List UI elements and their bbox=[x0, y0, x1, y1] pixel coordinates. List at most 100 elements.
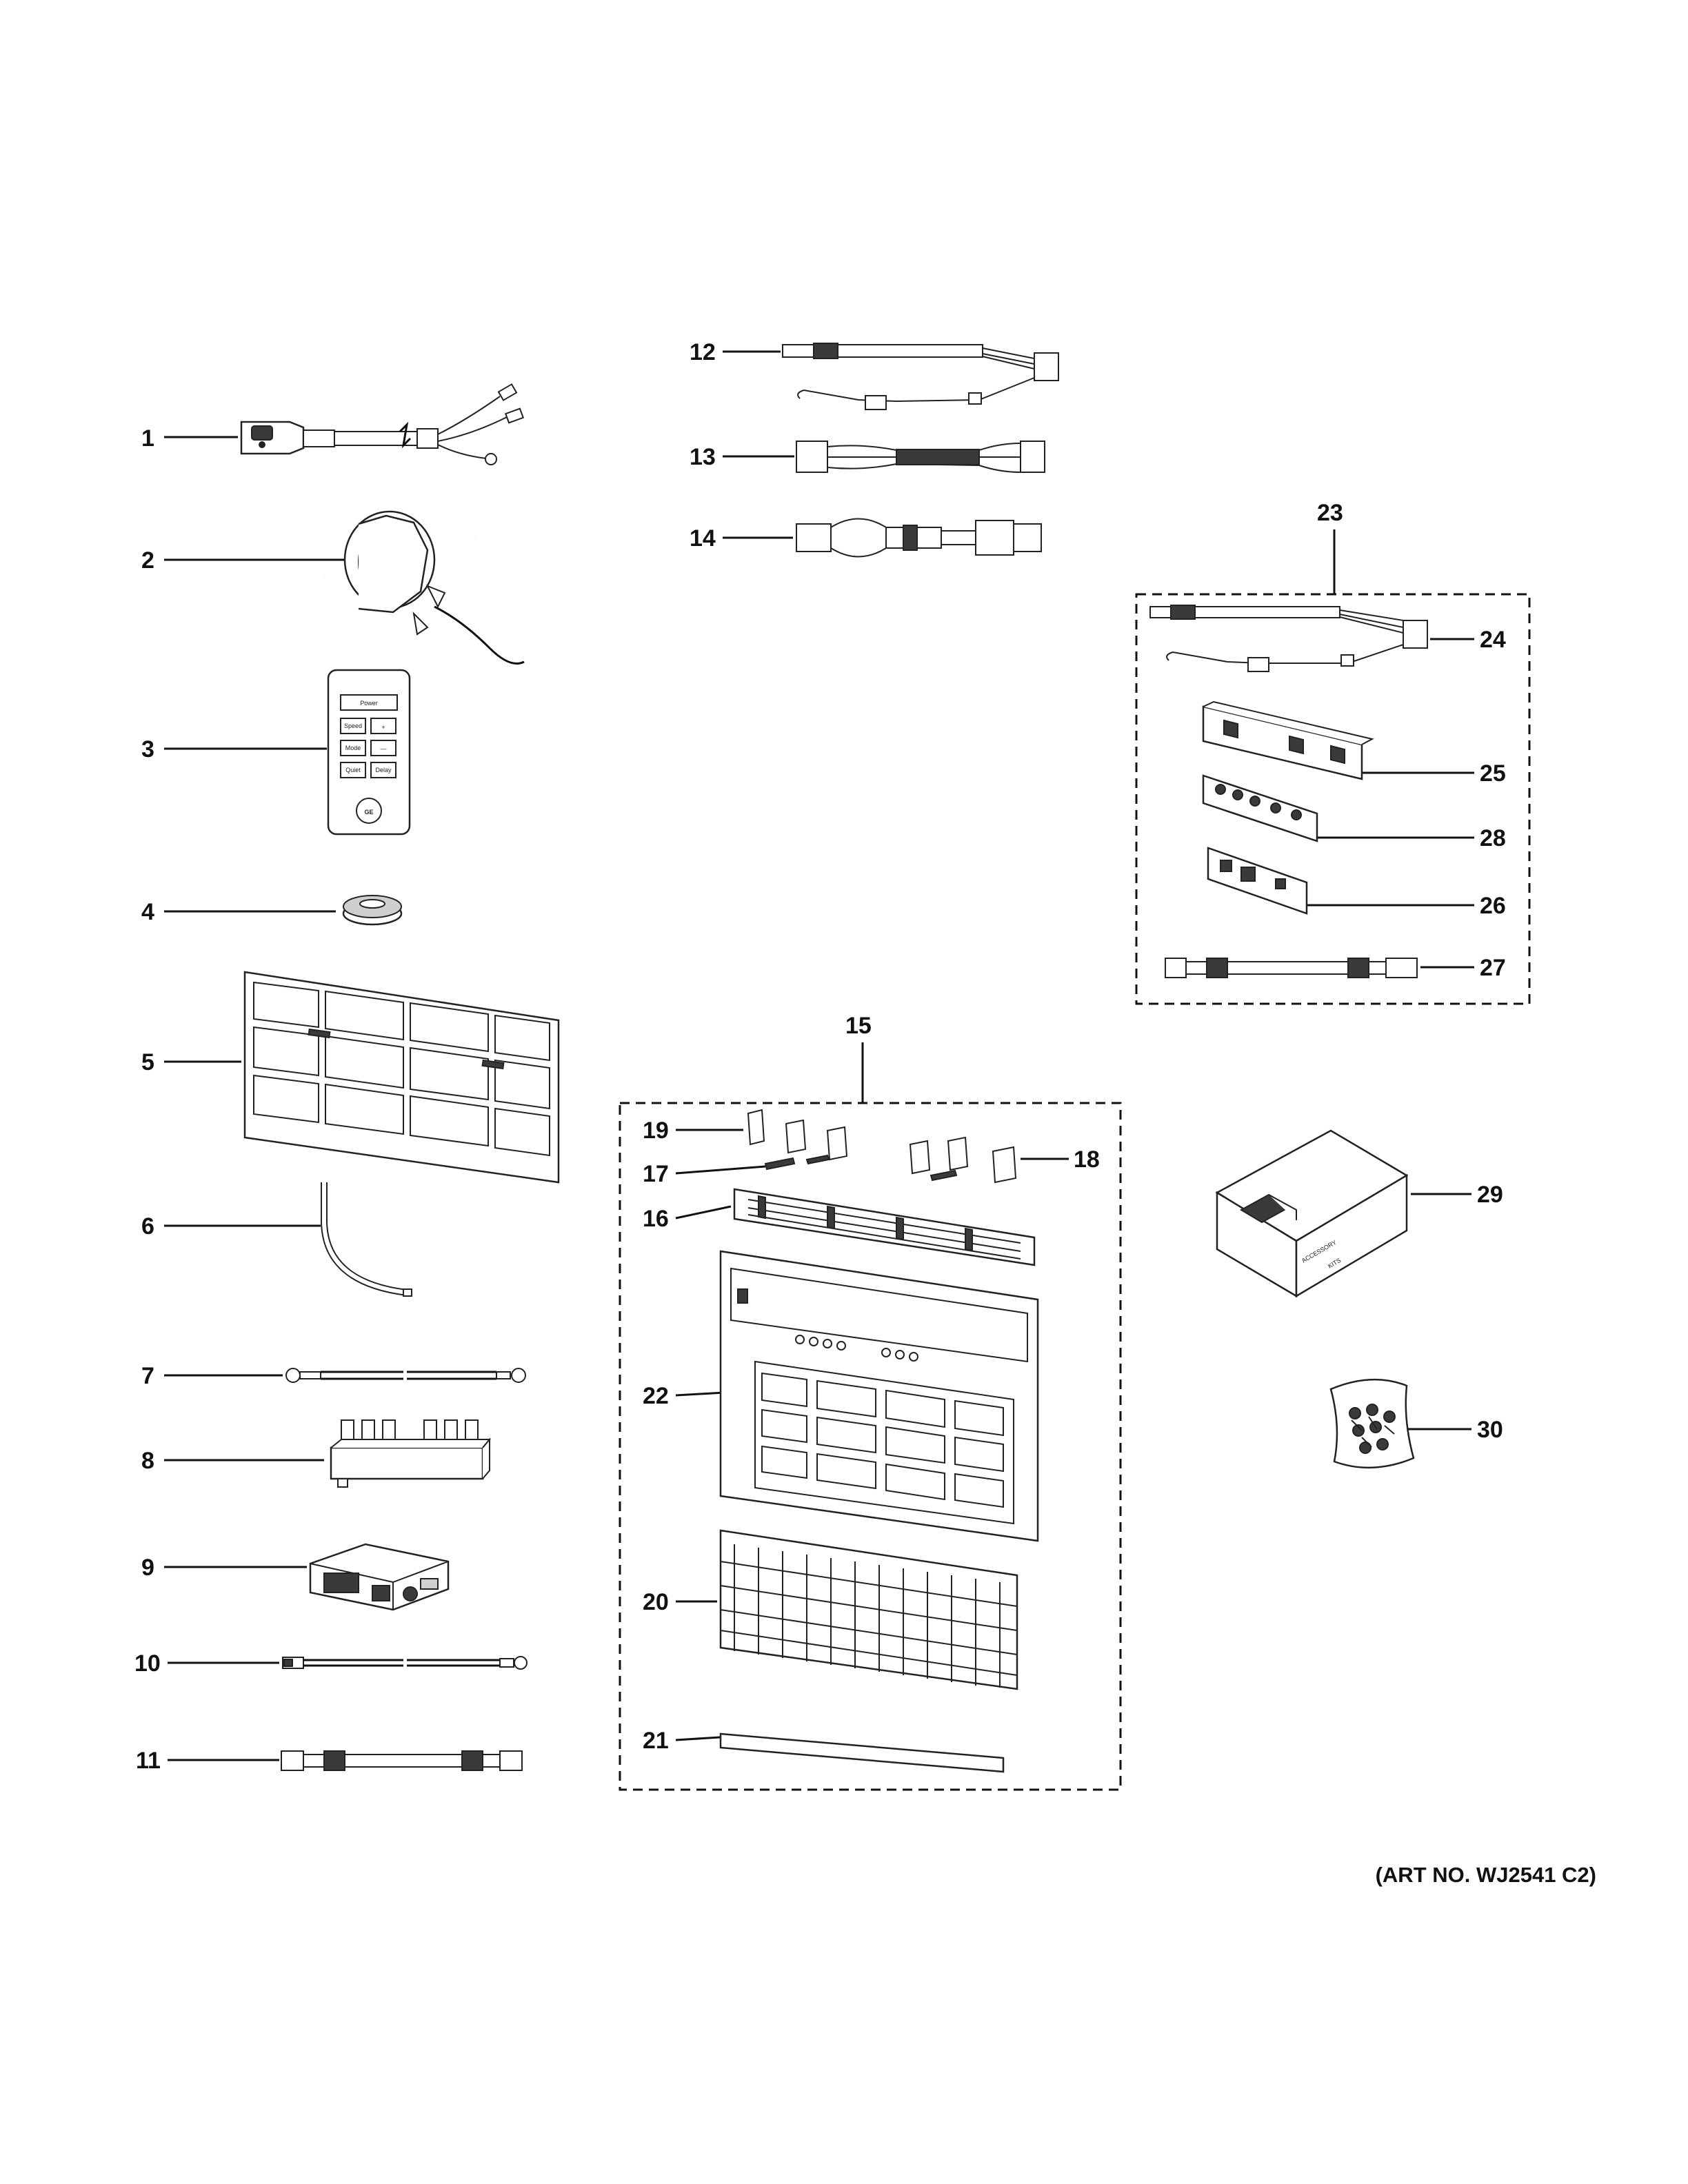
part-21-seal-strip bbox=[719, 1732, 1005, 1773]
callout-label: 13 bbox=[690, 444, 716, 470]
callout-15: 15 bbox=[845, 1013, 872, 1103]
callout-24: 24 bbox=[1430, 627, 1506, 653]
callout-label: 24 bbox=[1480, 627, 1506, 653]
part-19-clip bbox=[747, 1109, 848, 1161]
callout-label: 4 bbox=[141, 899, 154, 925]
callout-label: 15 bbox=[845, 1013, 872, 1039]
callout-label: 8 bbox=[141, 1448, 154, 1474]
callout-label: 25 bbox=[1480, 760, 1506, 787]
callout-2: 2 bbox=[141, 547, 345, 574]
leader-line bbox=[675, 1736, 721, 1741]
remote-mode-text: Mode bbox=[345, 745, 361, 751]
callout-28: 28 bbox=[1317, 825, 1506, 851]
remote-delay-text: Delay bbox=[375, 767, 392, 774]
part-7-ground-wire bbox=[285, 1368, 526, 1383]
part-6-drain-tube bbox=[321, 1182, 412, 1297]
callout-label: 16 bbox=[643, 1206, 669, 1232]
part-9-control-board bbox=[309, 1543, 450, 1611]
part-17-clip bbox=[764, 1154, 830, 1171]
part-26-control-board bbox=[1207, 847, 1308, 915]
callout-20: 20 bbox=[643, 1589, 717, 1615]
callout-4: 4 bbox=[141, 899, 336, 925]
callout-13: 13 bbox=[690, 444, 794, 470]
callout-label: 29 bbox=[1477, 1182, 1503, 1208]
part-5-air-filter bbox=[243, 971, 560, 1184]
callout-5: 5 bbox=[141, 1049, 241, 1075]
part-22-front-frame bbox=[719, 1250, 1039, 1542]
part-3-remote-control: Power Speed + Mode — Quiet Delay GE bbox=[327, 669, 411, 836]
part-20-front-grille bbox=[719, 1529, 1018, 1690]
callout-6: 6 bbox=[141, 1213, 321, 1240]
part-25-housing bbox=[1202, 700, 1374, 780]
callout-3: 3 bbox=[141, 736, 327, 762]
leader-line bbox=[675, 1165, 766, 1175]
art-number: (ART NO. WJ2541 C2) bbox=[1376, 1863, 1596, 1887]
part-10-wire bbox=[282, 1656, 528, 1670]
part-1-power-cord bbox=[240, 383, 525, 465]
callout-label: 2 bbox=[141, 547, 154, 574]
callout-label: 1 bbox=[141, 425, 154, 452]
callout-17: 17 bbox=[643, 1161, 766, 1187]
callout-label: 11 bbox=[136, 1748, 161, 1774]
part-12-thermistor bbox=[782, 343, 1059, 410]
remote-speed-text: Speed bbox=[344, 722, 362, 729]
callout-21: 21 bbox=[643, 1728, 721, 1754]
callout-23: 23 bbox=[1317, 500, 1343, 594]
callout-1: 1 bbox=[141, 425, 238, 452]
callout-18: 18 bbox=[1021, 1146, 1100, 1173]
callout-29: 29 bbox=[1411, 1182, 1503, 1208]
callout-9: 9 bbox=[141, 1555, 307, 1581]
callout-16: 16 bbox=[643, 1205, 732, 1232]
callout-label: 20 bbox=[643, 1589, 669, 1615]
part-16-louver-assembly bbox=[733, 1188, 1036, 1266]
remote-power-text: Power bbox=[360, 700, 378, 707]
part-4-grommet bbox=[342, 895, 403, 926]
remote-minus-text: — bbox=[381, 745, 387, 752]
part-13-wire-harness bbox=[796, 441, 1045, 473]
part-24-thermistor bbox=[1149, 605, 1428, 672]
callout-label: 9 bbox=[141, 1555, 154, 1581]
callout-12: 12 bbox=[690, 339, 781, 365]
callout-30: 30 bbox=[1407, 1417, 1503, 1443]
callout-label: 30 bbox=[1477, 1417, 1503, 1443]
callout-19: 19 bbox=[643, 1118, 743, 1144]
part-2-fan-motor bbox=[323, 510, 525, 665]
part-11-wire-harness bbox=[281, 1750, 523, 1771]
callout-label: 7 bbox=[141, 1363, 154, 1389]
part-28-display-board bbox=[1202, 774, 1318, 842]
part-27-wire-harness bbox=[1165, 958, 1418, 978]
callout-label: 5 bbox=[141, 1049, 154, 1075]
assembly-15-boundary bbox=[619, 1102, 1122, 1791]
callout-label: 10 bbox=[134, 1650, 161, 1677]
callout-14: 14 bbox=[690, 525, 793, 552]
callout-label: 21 bbox=[643, 1728, 669, 1754]
callout-10: 10 bbox=[134, 1650, 279, 1677]
callout-25: 25 bbox=[1357, 760, 1506, 787]
callout-27: 27 bbox=[1420, 955, 1506, 981]
callout-22: 22 bbox=[643, 1383, 725, 1409]
leader-line bbox=[675, 1391, 725, 1397]
part-29-accessory-kit-box: ACCESSORY KITS bbox=[1215, 1129, 1409, 1298]
callout-label: 26 bbox=[1480, 893, 1506, 919]
part-14-wire-harness bbox=[796, 518, 1042, 558]
assembly-23-boundary bbox=[1135, 593, 1531, 1005]
callout-label: 22 bbox=[643, 1383, 669, 1409]
part-18-clip bbox=[909, 1136, 1017, 1184]
callout-label: 28 bbox=[1480, 825, 1506, 851]
callout-26: 26 bbox=[1307, 893, 1506, 919]
callout-8: 8 bbox=[141, 1448, 324, 1474]
callout-11: 11 bbox=[136, 1748, 279, 1774]
callout-label: 23 bbox=[1317, 500, 1343, 526]
callout-label: 3 bbox=[141, 736, 154, 762]
callout-label: 6 bbox=[141, 1213, 154, 1240]
remote-quiet-text: Quiet bbox=[345, 767, 361, 774]
part-8-terminal-block bbox=[330, 1419, 492, 1488]
part-30-screw-bag bbox=[1329, 1378, 1415, 1469]
callout-label: 19 bbox=[643, 1118, 669, 1144]
callout-label: 18 bbox=[1074, 1146, 1100, 1173]
callout-label: 27 bbox=[1480, 955, 1506, 981]
remote-logo-text: GE bbox=[364, 809, 373, 816]
callout-label: 14 bbox=[690, 525, 716, 552]
callout-7: 7 bbox=[141, 1363, 283, 1389]
